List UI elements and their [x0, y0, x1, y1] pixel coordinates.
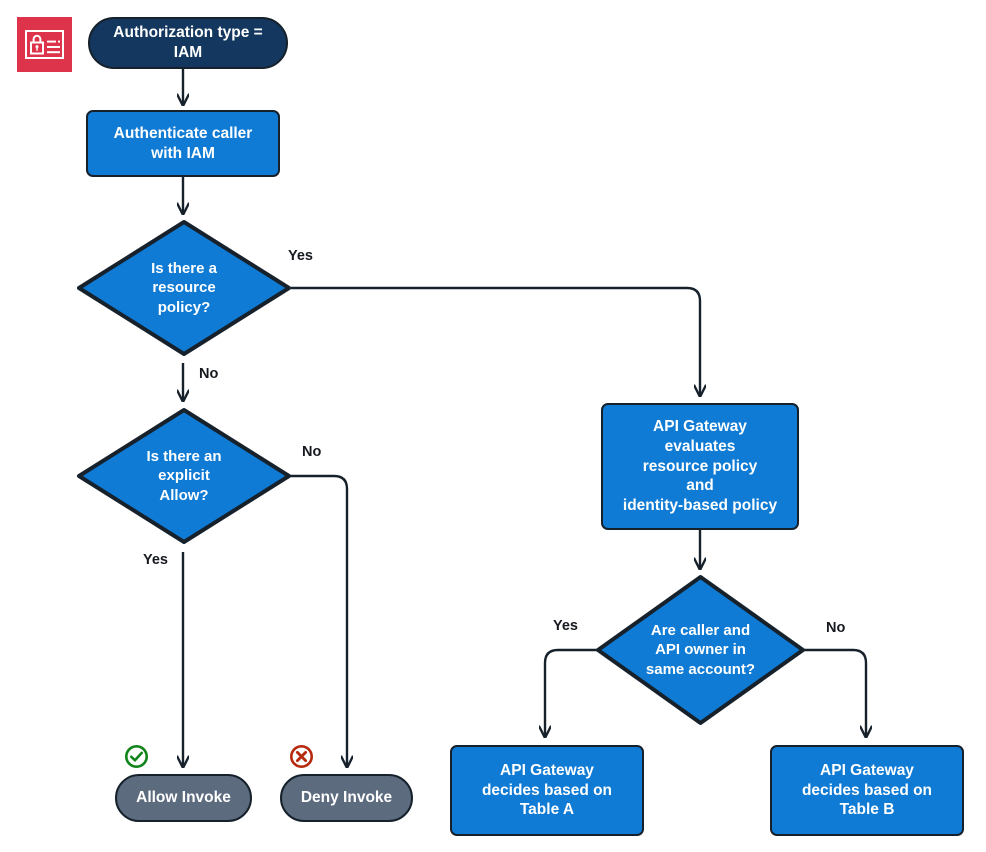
edge-label-explicit-allow-yes: Yes [143, 552, 168, 568]
node-resource-policy-decision[interactable]: Is there a resource policy? [76, 219, 292, 357]
node-deny-invoke[interactable]: Deny Invoke [280, 774, 413, 822]
node-table-a-label: API Gateway decides based on Table A [481, 761, 613, 819]
node-start[interactable]: Authorization type = IAM [88, 17, 288, 69]
edge-label-same-account-yes: Yes [553, 618, 578, 634]
node-explicit-allow-decision-label: Is there an explicit Allow? [146, 447, 222, 504]
edge-label-resource-policy-no: No [199, 366, 219, 382]
node-resource-policy-decision-label: Is there a resource policy? [151, 259, 217, 316]
edge-same-account-no-to-table-b [803, 648, 866, 736]
edge-label-explicit-allow-no: No [302, 444, 322, 460]
node-authenticate-caller[interactable]: Authenticate caller with IAM [86, 110, 280, 177]
node-table-b[interactable]: API Gateway decides based on Table B [770, 745, 964, 836]
node-authenticate-caller-label: Authenticate caller with IAM [113, 124, 253, 162]
edge-label-same-account-no: No [826, 620, 846, 636]
node-evaluates-policies[interactable]: API Gateway evaluates resource policy an… [601, 403, 799, 530]
node-allow-invoke[interactable]: Allow Invoke [115, 774, 252, 822]
node-table-b-label: API Gateway decides based on Table B [801, 761, 933, 819]
node-allow-invoke-label: Allow Invoke [136, 789, 231, 807]
edge-resource-policy-yes-to-evaluates [291, 286, 700, 395]
node-same-account-decision-label: Are caller and API owner in same account… [645, 621, 756, 678]
check-circle-icon [124, 744, 149, 769]
node-explicit-allow-decision[interactable]: Is there an explicit Allow? [76, 407, 292, 545]
edge-label-resource-policy-yes: Yes [288, 248, 313, 264]
node-table-a[interactable]: API Gateway decides based on Table A [450, 745, 644, 836]
node-same-account-decision[interactable]: Are caller and API owner in same account… [595, 574, 806, 726]
edge-same-account-yes-to-table-a [545, 648, 598, 736]
node-evaluates-policies-label: API Gateway evaluates resource policy an… [622, 417, 778, 515]
node-start-label: Authorization type = IAM [113, 24, 263, 61]
node-deny-invoke-label: Deny Invoke [300, 789, 393, 807]
x-circle-icon [289, 744, 314, 769]
aws-iam-icon [17, 17, 72, 72]
